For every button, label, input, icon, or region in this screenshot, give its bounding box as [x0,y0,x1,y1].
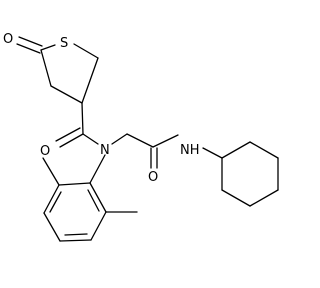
bond-ar-1 [58,182,91,186]
bond-ar-5 [90,211,107,241]
bond-c3-c2 [40,49,52,87]
bond-ar-4 [59,239,92,242]
atom-glycinamide-oxygen: O [148,170,158,185]
cyclohexane-bonds [221,141,279,207]
carboxamide-bonds [55,102,99,148]
atom-glycinamide-nh: NH [180,143,200,158]
atom-amide-oxygen: O [40,144,50,159]
thiolactone-ring-bonds [16,36,99,104]
bond-nh-cyclohexyl [202,147,223,159]
bond-ar-6 [89,182,107,213]
bond-ketone-c-o-1 [16,43,41,54]
bond-cy-5 [221,189,251,207]
bond-c2-s [40,44,56,51]
bond-cy-2 [249,141,279,159]
bond-ortho-methyl [42,157,60,186]
dimethylphenyl-bonds [42,154,138,242]
molecule-diagram: O S O N O NH [3,32,279,242]
bond-ar-inner-3 [87,189,100,212]
bond-ar-2 [43,184,60,214]
bond-cy-4 [249,189,279,207]
bond-c4-carbonyl [81,102,84,135]
bond-cy-1 [221,141,251,159]
atom-labels: O S O N O NH [3,32,200,185]
bond-n-ch2 [111,133,128,145]
bond-carbonyl-nh [152,134,179,148]
bond-carbonyl-o-2 [55,127,81,142]
bond-carbonyl-n [82,133,99,145]
bond-ch2-carbonyl [126,133,154,148]
atom-sulfur: S [60,36,68,51]
bond-ar-inner-1 [49,191,62,213]
glycinamide-bonds [111,133,223,169]
bond-carbonyl-o-1 [59,133,84,148]
bond-c5-c4 [81,57,99,104]
bond-c4-c3 [50,85,83,104]
structure-canvas: O S O N O NH [3,32,279,242]
bond-s-c5 [73,43,99,59]
bond-ar-inner-2 [64,233,88,236]
bond-n-aryl [89,154,106,184]
bond-ketone-c-o-2 [18,36,43,47]
atom-ketone-oxygen: O [3,32,13,47]
atom-amide-nitrogen: N [100,143,110,158]
bond-ar-3 [43,212,61,242]
